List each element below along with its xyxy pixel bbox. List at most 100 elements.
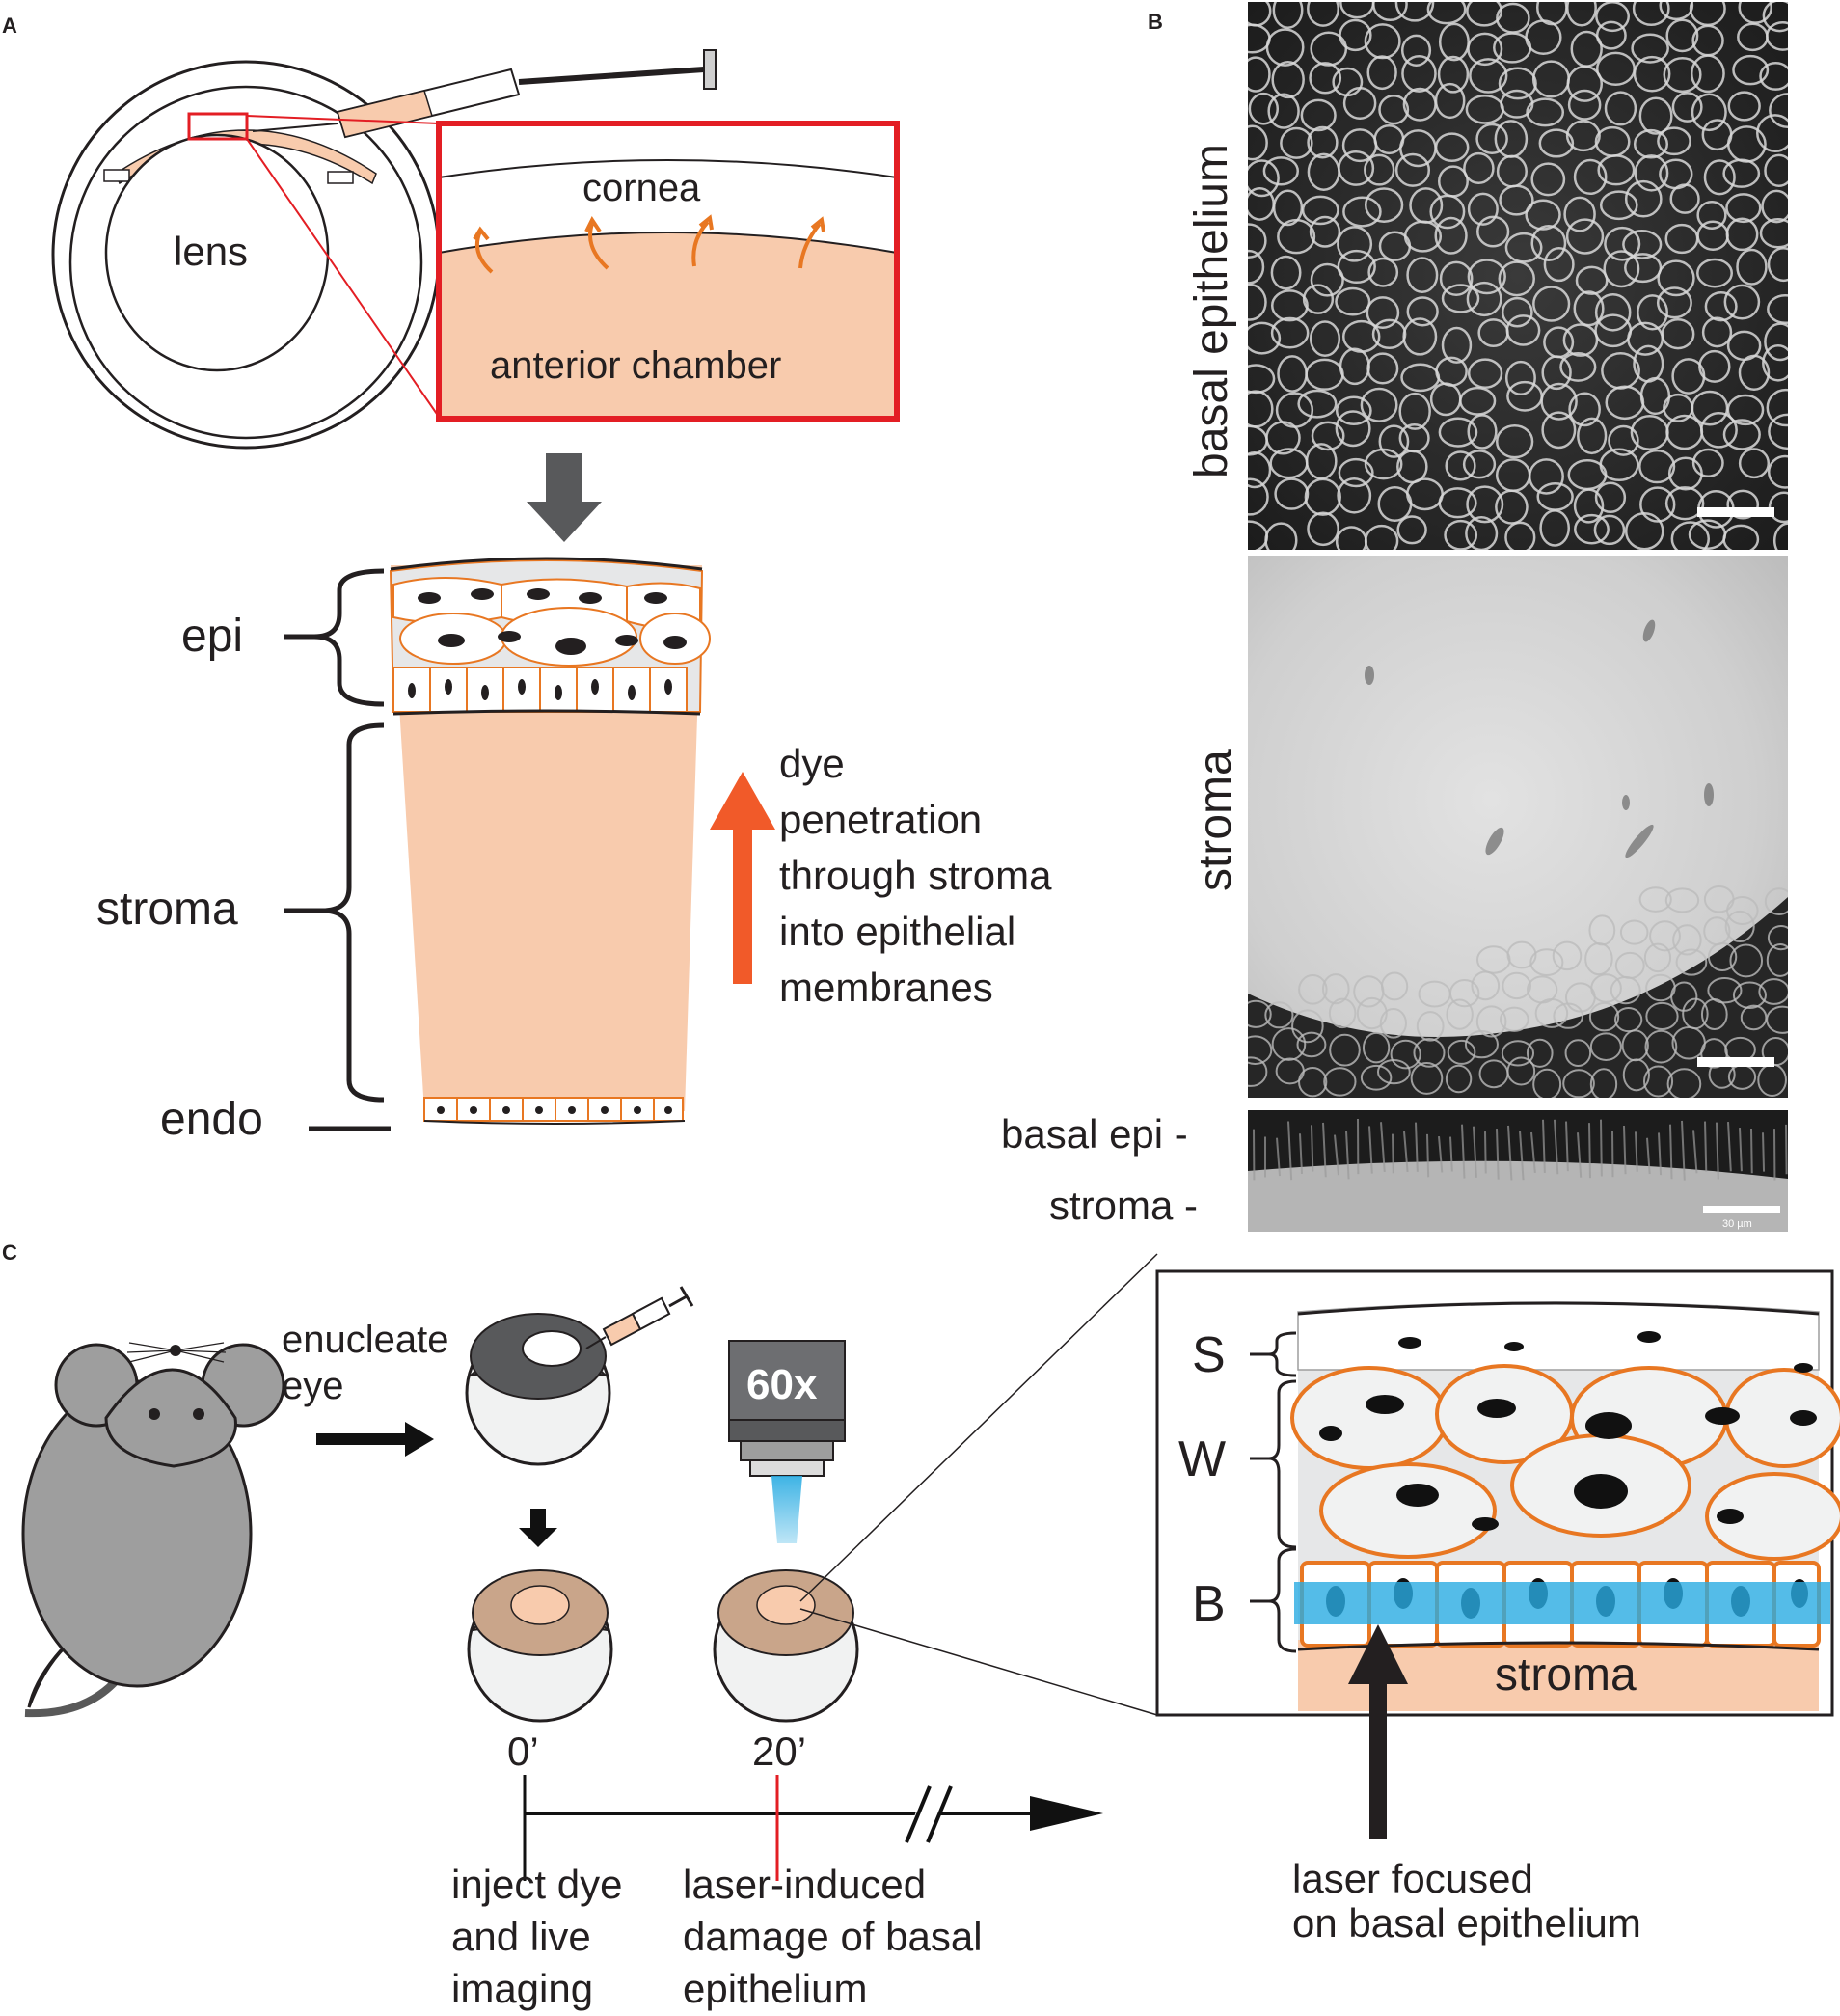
cell-outline [1248,124,1268,161]
stroma-micrograph-label: stroma [1190,749,1241,891]
xz-streak [1692,1130,1698,1174]
cell-outline [1335,410,1371,448]
cell-outline [1593,514,1626,546]
cell-outline [1732,54,1770,86]
cell-outline [1309,215,1341,248]
eye-down-arrow-icon [519,1509,557,1547]
cell-outline [1310,262,1344,297]
cell-outline [1540,382,1578,421]
cell-outline [1619,919,1649,945]
xz-streak [1426,1133,1430,1178]
cell-outline [1575,265,1609,295]
cell-outline [1364,23,1401,60]
cell-outline [1467,259,1506,295]
dye-arrows [473,214,825,274]
xz-streak [1496,1129,1500,1180]
cell-outline [1248,249,1265,285]
cell-outline [1264,1001,1294,1029]
cell-outline [1525,199,1561,231]
objective-60x-icon: 60x [728,1340,846,1543]
zoom-source-box [187,112,249,141]
cell-outline [1725,193,1762,224]
cell-outline [1764,887,1788,915]
xz-streak [1334,1134,1339,1176]
cell-outline [1265,421,1301,455]
xz-streak [1554,1119,1559,1175]
cell-outline [1604,91,1637,126]
cell-outline [1738,354,1771,392]
cell-outline [1565,218,1605,255]
xz-basal-epi-label: basal epi - [1001,1111,1188,1157]
stroma-label: stroma [96,884,238,935]
cell-outline [1466,485,1504,524]
cell-outline [1248,56,1271,93]
cell-outline [1703,159,1736,196]
cell-outline [1766,21,1788,51]
cell-outline [1563,196,1596,232]
cell-outline [1441,326,1473,364]
cell-outline [1298,1067,1328,1098]
step1-line-1: inject dye [451,1862,622,1907]
cell-outline [1639,376,1671,416]
xz-streak [1507,1125,1513,1181]
panel-label-b: B [1148,10,1163,34]
cell-outline [1296,1031,1327,1058]
cell-outline [1656,286,1692,319]
small-syringe-icon [585,1286,694,1349]
cell-outline [1372,2,1408,22]
cell-outline [1364,524,1399,550]
eye-schematic: lens [51,60,441,450]
xz-streak [1750,1128,1753,1174]
step1-line-3: imaging [451,1966,593,2011]
cell-outline [1438,417,1478,448]
xz-streak [1658,1132,1663,1176]
scale-bar-label: 30 µm [1722,1218,1752,1230]
cell-outline [1444,519,1478,550]
cell-outline [1300,98,1337,132]
cell-outline [1416,1011,1445,1042]
dye-line-5: membranes [779,965,993,1010]
cell-outline [1337,249,1376,285]
cell-outline [1698,349,1731,383]
cell-outline [1723,284,1761,320]
cell-outline [1700,997,1728,1030]
cell-outline [1307,2,1339,27]
cell-outline [1400,34,1432,67]
cell-outline [1378,94,1410,125]
cell-outline [1467,358,1503,389]
step2-line-3: epithelium [683,1966,867,2011]
cell-outline [1248,477,1269,516]
cell-outline [1573,488,1605,524]
cell-outline [1437,55,1470,94]
cell-outline [1672,924,1702,956]
cell-outline [1759,62,1788,91]
cell-outline [1595,2,1630,33]
corneal-layers-schematic [389,557,711,1125]
cell-outline [1559,351,1597,382]
cell-outline [1434,132,1470,162]
cell-outline [1248,1035,1273,1065]
cell-outline [1769,93,1788,128]
cell-outline [1248,92,1280,125]
cell-outline [1597,154,1636,186]
cell-outline [1562,323,1599,357]
cell-outline [1270,255,1302,290]
cell-outline [1525,19,1562,56]
cell-outline [1638,96,1673,135]
cell-outline [1589,1032,1622,1061]
cell-outline [1321,973,1350,1005]
cell-outline [1264,522,1298,550]
cell-outline [1526,1038,1554,1068]
cell-outline [1631,33,1669,64]
enucleate-line-2: eye [282,1365,344,1407]
cell-outline [1302,284,1335,314]
cell-outline [1476,215,1510,248]
cell-outline [1566,2,1597,27]
inset-stroma-label: stroma [1495,1649,1637,1701]
cell-outline [1657,259,1695,297]
cell-outline [1301,195,1339,226]
cell-outline [1532,286,1571,322]
cell-outline [1364,448,1403,480]
cell-outline [1248,283,1267,321]
cell-outline [1603,250,1640,288]
